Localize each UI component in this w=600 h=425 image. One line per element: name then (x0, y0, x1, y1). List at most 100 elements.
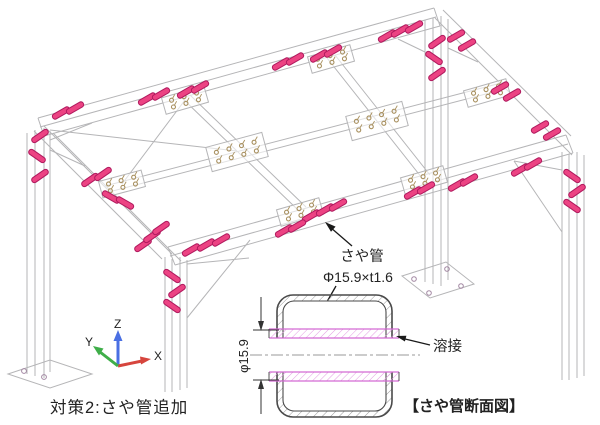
sheath-pipe (404, 20, 424, 34)
bolt (368, 124, 374, 130)
sheath-pipe (542, 127, 562, 141)
sheath-pipe (28, 148, 46, 164)
sheath-pipe (502, 88, 522, 102)
section-detail-drawing: φ15.9 溶接 【さや管断面図】 (236, 294, 524, 418)
sheath-pipe (425, 50, 443, 66)
sheath-pipe (328, 198, 348, 212)
dim-arrow-bottom (258, 379, 264, 389)
top-frame-beams (33, 7, 574, 266)
sheath-pipe (151, 87, 171, 101)
sheath-pipe (459, 173, 479, 187)
joint-gusset (345, 100, 409, 142)
bolt (118, 178, 124, 184)
bolt (226, 146, 232, 152)
sheath-pipe (115, 196, 135, 210)
bolt (432, 170, 439, 176)
bolt (339, 49, 346, 55)
bolt (251, 139, 257, 145)
bolt (407, 177, 414, 183)
column-base-plates (6, 261, 476, 389)
bolt (168, 97, 175, 103)
bolt (308, 202, 315, 208)
sheath-pipe (568, 183, 586, 199)
knee-braces (49, 38, 563, 319)
bolt (298, 212, 304, 218)
sheath-pipe (152, 220, 170, 236)
sheath-pipe (323, 44, 343, 58)
sheath-pipe (563, 168, 581, 184)
dim-label: φ15.9 (236, 339, 251, 373)
bolt (238, 143, 245, 149)
sheath-pipe (94, 166, 112, 182)
bolt (393, 117, 399, 123)
sheath-pipe (65, 101, 85, 115)
bolt (120, 184, 126, 190)
sheath-pipe (563, 198, 581, 214)
sheath-pipe (428, 34, 446, 50)
sheath-pipe (287, 219, 307, 233)
bolt (195, 97, 202, 103)
bolt (107, 188, 113, 194)
page-title: 対策2:さや管追加 (50, 398, 188, 417)
bolt (353, 118, 359, 124)
bolt (329, 59, 335, 65)
x-axis-label: X (154, 349, 162, 363)
sheath-pipe (190, 80, 210, 94)
bolt (366, 115, 372, 121)
bolt (409, 184, 416, 190)
bolt (485, 93, 491, 99)
bolt (381, 120, 387, 126)
sheath-pipe-size-label: Φ15.9×t1.6 (323, 269, 393, 285)
sheath-pipe (523, 157, 543, 171)
y-axis-label: Y (85, 335, 93, 349)
bolt (285, 216, 292, 222)
sheath-pipe (163, 268, 181, 284)
gusset-joint-layer (97, 44, 512, 227)
dim-arrow-top (258, 321, 264, 331)
orientation-gizmo: Z X Y (85, 317, 162, 368)
bolt (253, 148, 259, 154)
z-axis-arrow (113, 330, 123, 341)
bolt (283, 209, 290, 215)
sheath-pipe (457, 38, 477, 52)
sheath-pipe (390, 24, 410, 38)
bolt (341, 56, 348, 62)
bolt (378, 112, 385, 118)
bolt (241, 151, 247, 157)
bolt (105, 181, 112, 187)
sheath-pipe (211, 233, 231, 247)
sheath-pipe (168, 283, 186, 299)
joint-gusset (205, 131, 269, 173)
bolt (132, 181, 139, 187)
bolt (131, 174, 137, 180)
bolt (183, 100, 189, 106)
bolt (170, 104, 177, 110)
columns (26, 16, 585, 392)
bolt (472, 97, 479, 103)
sheath-pipe (31, 128, 49, 144)
pipe-wall-top (269, 329, 399, 338)
joint-gusset (97, 169, 147, 199)
bolt (470, 90, 477, 96)
bolt (216, 158, 222, 164)
sheath-pipe-label: さや管 (340, 248, 384, 265)
sheath-pipe (285, 52, 305, 66)
y-axis-arrow (93, 346, 104, 356)
sheath-pipe (416, 181, 436, 195)
bolt (213, 149, 219, 155)
sheath-pipe (530, 120, 550, 134)
weld-label: 溶接 (433, 338, 462, 355)
sheath-pipe (446, 29, 466, 43)
sheath-pipe (428, 66, 446, 82)
bolt (434, 177, 441, 183)
z-axis-label: Z (114, 317, 121, 331)
bolt (316, 63, 323, 69)
base-plate-bolt-holes (21, 266, 464, 380)
section-caption: 【さや管断面図】 (404, 397, 524, 415)
bolt (483, 87, 489, 93)
bolt (420, 174, 426, 180)
x-axis-arrow (140, 356, 151, 365)
sheath-pipe-layer (28, 20, 586, 314)
